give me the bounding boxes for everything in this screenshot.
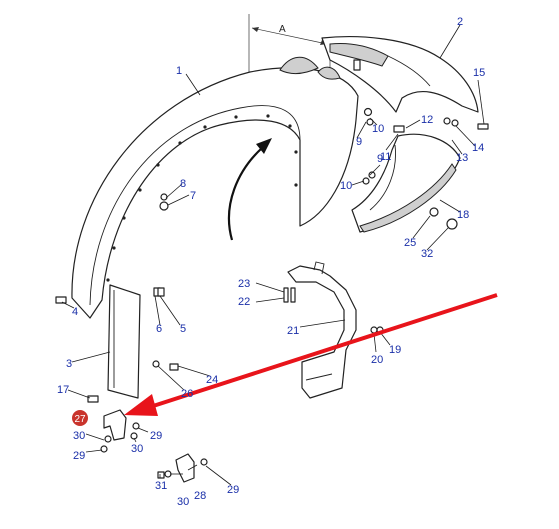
direction-arrow bbox=[227, 138, 272, 241]
callout-10-upper[interactable]: 10 bbox=[372, 123, 384, 135]
callout-15[interactable]: 15 bbox=[473, 67, 485, 79]
callout-21[interactable]: 21 bbox=[287, 325, 299, 337]
callout-23[interactable]: 23 bbox=[238, 278, 250, 290]
callout-25[interactable]: 25 bbox=[404, 237, 416, 249]
callout-32[interactable]: 32 bbox=[421, 248, 433, 260]
callout-13[interactable]: 13 bbox=[456, 152, 468, 164]
highlight-arrow bbox=[124, 293, 498, 416]
callout-30-left[interactable]: 30 bbox=[73, 430, 85, 442]
callout-29-left[interactable]: 29 bbox=[73, 450, 85, 462]
callout-labels: 1 2 3 4 5 6 7 8 9 10 12 11 9 10 13 14 15… bbox=[57, 16, 485, 508]
callout-11[interactable]: 11 bbox=[380, 151, 391, 163]
highlighted-part-label: 27 bbox=[74, 414, 86, 425]
highlighted-part-badge[interactable]: 27 bbox=[72, 410, 88, 426]
callout-17[interactable]: 17 bbox=[57, 384, 69, 396]
mud-flap bbox=[107, 284, 141, 399]
callout-24[interactable]: 24 bbox=[206, 374, 218, 386]
callout-14[interactable]: 14 bbox=[472, 142, 484, 154]
callout-29-bottom[interactable]: 29 bbox=[227, 484, 239, 496]
side-panel bbox=[351, 133, 461, 233]
callout-20[interactable]: 20 bbox=[371, 354, 383, 366]
callout-29-right[interactable]: 29 bbox=[150, 430, 162, 442]
mudguard bbox=[71, 56, 359, 319]
lamp-bracket bbox=[103, 409, 195, 483]
callout-19[interactable]: 19 bbox=[389, 344, 401, 356]
callout-10-lower[interactable]: 10 bbox=[340, 180, 352, 192]
extension-panel bbox=[321, 36, 479, 113]
callout-22[interactable]: 22 bbox=[238, 296, 250, 308]
callout-18[interactable]: 18 bbox=[457, 209, 469, 221]
callout-12[interactable]: 12 bbox=[421, 114, 433, 126]
support-bracket bbox=[287, 261, 357, 399]
callout-31[interactable]: 31 bbox=[155, 480, 167, 492]
callout-7[interactable]: 7 bbox=[190, 190, 196, 202]
callout-26[interactable]: 26 bbox=[181, 388, 193, 400]
callout-5[interactable]: 5 bbox=[180, 323, 186, 335]
callout-9-upper[interactable]: 9 bbox=[356, 136, 362, 148]
mudguard-bolt-holes bbox=[106, 114, 298, 282]
callout-4[interactable]: 4 bbox=[72, 306, 78, 318]
callout-30-mid[interactable]: 30 bbox=[131, 443, 143, 455]
callout-30-bottom[interactable]: 30 bbox=[177, 496, 189, 508]
callout-9-lower[interactable]: 9 bbox=[377, 153, 383, 165]
callout-6[interactable]: 6 bbox=[156, 323, 162, 335]
callout-1[interactable]: 1 bbox=[176, 65, 182, 77]
callout-2[interactable]: 2 bbox=[457, 16, 463, 28]
callout-28[interactable]: 28 bbox=[194, 490, 206, 502]
callout-8[interactable]: 8 bbox=[180, 178, 186, 190]
leader-lines bbox=[61, 24, 485, 486]
dimension-label: A bbox=[279, 24, 286, 35]
callout-3[interactable]: 3 bbox=[66, 358, 72, 370]
hardware bbox=[55, 59, 489, 479]
